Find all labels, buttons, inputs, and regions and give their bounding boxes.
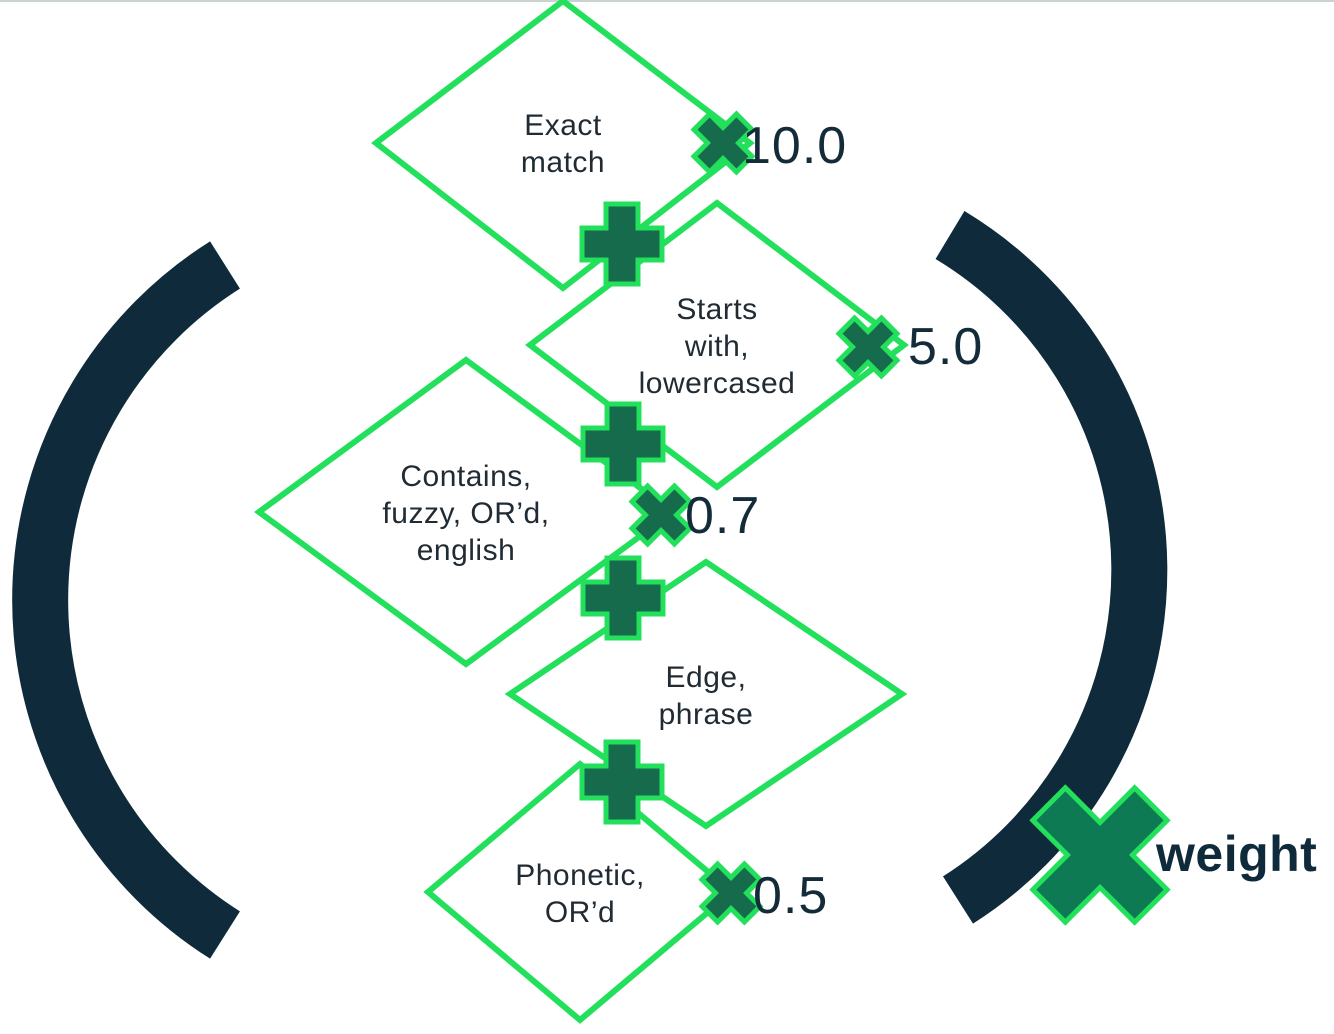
plus-icon [579, 739, 665, 825]
top-edge-line [0, 0, 1334, 2]
weight-value-contains-fuzzy: 0.7 [685, 487, 761, 545]
clause-label-exact-match: Exact match [520, 109, 606, 179]
diamond-starts-with [525, 199, 909, 491]
clause-label-contains-fuzzy: Contains, fuzzy, OR’d, english [382, 459, 550, 567]
multiply-icon [835, 314, 901, 380]
multiply-icon [690, 110, 756, 176]
multiply-icon [698, 860, 764, 926]
diamond-exact-match [371, 0, 755, 292]
plus-icon [580, 401, 666, 487]
plus-icon [579, 201, 665, 287]
weight-value-exact-match: 10.0 [742, 117, 848, 175]
open-parenthesis-icon [12, 241, 240, 959]
weight-multiplier-label: weight [1156, 826, 1318, 882]
clause-label-edge-phrase: Edge, phrase [658, 661, 754, 731]
plus-icon [580, 555, 666, 641]
diamond-phonetic [423, 760, 737, 1024]
diamond-edge-phrase [504, 558, 908, 830]
multiply-icon [628, 482, 694, 548]
weight-value-starts-with: 5.0 [908, 318, 984, 376]
clause-label-starts-with: Starts with, lowercased [638, 292, 796, 400]
weight-value-phonetic: 0.5 [753, 867, 829, 925]
weight-multiply-icon [1029, 784, 1171, 926]
clause-label-phonetic: Phonetic, OR’d [515, 859, 645, 929]
